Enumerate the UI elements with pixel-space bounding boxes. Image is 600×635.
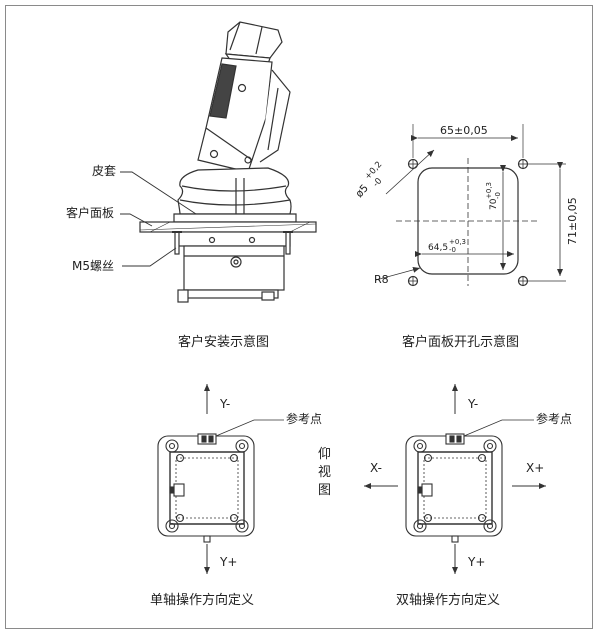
dual-x-minus: X- (370, 461, 382, 475)
dim-inner-width: 64,5 +0,3 -0 (428, 238, 466, 254)
rubber-boot (173, 167, 297, 223)
single-axis-drawing (157, 384, 284, 574)
dim-inner-w-main: 64,5 (428, 243, 448, 253)
dual-axis-drawing (364, 384, 546, 574)
drawing-frame (5, 5, 593, 629)
caption-installation: 客户安装示意图 (178, 335, 270, 350)
bottom-view-char: 视 (318, 465, 331, 480)
dim-hole-diameter: ø5 +0,2 -0 (353, 160, 384, 200)
bottom-view-char: 仰 (318, 447, 331, 462)
dim-inner-h-tol-lower: -0 (494, 192, 502, 199)
reference-point-tab (445, 433, 465, 445)
dim-width: 65±0,05 (440, 124, 488, 137)
single-y-plus: Y+ (219, 555, 237, 569)
label-m5-screw: M5螺丝 (72, 259, 114, 273)
dim-inner-h-tol-upper: +0,3 (485, 182, 493, 199)
bottom-view-char: 图 (318, 483, 331, 498)
caption-dual-axis: 双轴操作方向定义 (396, 593, 501, 608)
dim-inner-w-tol-upper: +0,3 (449, 238, 466, 246)
dim-radius: R8 (374, 273, 389, 286)
label-boot: 皮套 (92, 164, 116, 178)
joystick-housing (175, 231, 291, 303)
joystick-handle (197, 21, 291, 173)
dual-y-minus: Y- (467, 397, 478, 411)
dim-hole-main: ø5 (353, 182, 371, 200)
dim-inner-h-main: 70 (489, 198, 499, 210)
dual-x-plus: X+ (526, 461, 544, 475)
dim-inner-w-tol-lower: -0 (449, 246, 456, 254)
bottom-view-label-group: 仰 视 图 (318, 447, 331, 498)
dim-height: 71±0,05 (566, 197, 579, 245)
single-y-minus: Y- (219, 397, 230, 411)
label-customer-panel: 客户面板 (66, 205, 114, 220)
panel-cutout-drawing (375, 124, 566, 287)
caption-cutout: 客户面板开孔示意图 (402, 335, 520, 350)
reference-point-tab (197, 433, 217, 445)
single-reference-point: 参考点 (286, 411, 322, 426)
joystick-installation-drawing (120, 21, 317, 303)
caption-single-axis: 单轴操作方向定义 (150, 593, 255, 608)
dim-inner-height: 70 +0,3 -0 (485, 182, 502, 210)
m5-screws (172, 231, 293, 255)
dual-y-plus: Y+ (467, 555, 485, 569)
dual-reference-point: 参考点 (536, 411, 572, 426)
